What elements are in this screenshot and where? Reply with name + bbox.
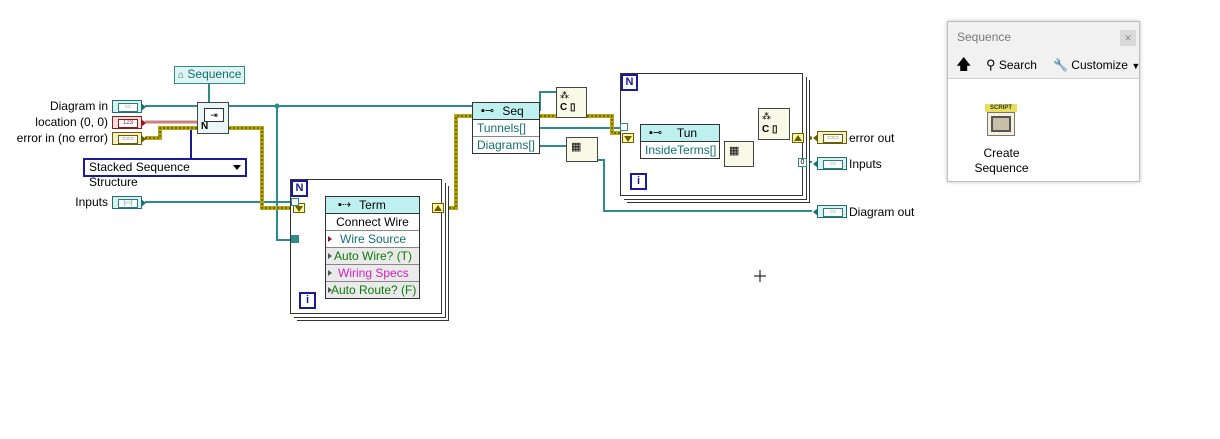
search-button[interactable]: ⚲ Search bbox=[986, 57, 1037, 72]
shift-register-right-2[interactable] bbox=[792, 133, 804, 143]
wire-junction bbox=[274, 103, 280, 109]
label-error-out: error out bbox=[849, 131, 895, 145]
index-array-vi-1[interactable]: ▦ bbox=[566, 137, 598, 162]
label-error-in: error in (no error) bbox=[16, 131, 108, 145]
index-array-icon: ▦ bbox=[571, 141, 582, 153]
crosshair-cursor-icon bbox=[754, 270, 766, 282]
wire-diagram-to-loop bbox=[276, 106, 290, 241]
class-cast-icon: ⁂ bbox=[762, 111, 771, 121]
class-cast-icon: ⁂ bbox=[560, 90, 569, 100]
terminal-error-out[interactable]: ▭▭ bbox=[813, 131, 847, 144]
stacked-sequence-structure-ring[interactable]: Stacked Sequence Structure bbox=[83, 158, 247, 189]
term-property-node[interactable]: ▪⇢ Term Connect Wire Wire Source Auto Wi… bbox=[325, 196, 420, 299]
label-inputs-out: Inputs bbox=[849, 157, 882, 171]
terminal-location[interactable]: 123 bbox=[112, 116, 146, 129]
sequence-frame-icon bbox=[987, 112, 1015, 136]
wire-error-loop-to-seq bbox=[445, 114, 472, 210]
loop-tunnel-tunnels[interactable] bbox=[620, 123, 628, 131]
create-sequence-label: Create Sequence bbox=[974, 146, 1029, 175]
error-cluster-icon: ▭▭ bbox=[823, 134, 843, 143]
tun-property-node[interactable]: ▪⊸ Tun InsideTerms[] bbox=[640, 124, 720, 159]
script-badge: SCRIPT bbox=[985, 104, 1017, 112]
term-row-connect-wire[interactable]: Connect Wire bbox=[326, 214, 419, 231]
seq-row-tunnels[interactable]: Tunnels[] bbox=[473, 120, 539, 137]
input-arrow-icon bbox=[328, 253, 332, 259]
error-cluster-icon: ▭▭ bbox=[118, 135, 138, 144]
seq-property-node[interactable]: ▪⊸ Seq Tunnels[] Diagrams[] bbox=[472, 102, 540, 154]
seq-node-header[interactable]: ▪⊸ Seq bbox=[473, 103, 539, 120]
reference-icon: ▭ bbox=[118, 103, 138, 112]
input-arrow-icon bbox=[328, 236, 332, 242]
close-icon[interactable]: ✕ bbox=[1120, 30, 1136, 46]
term-node-header[interactable]: ▪⇢ Term bbox=[326, 197, 419, 214]
loop-tunnel-inputs[interactable] bbox=[291, 198, 299, 206]
property-node-icon: ▪⊸ bbox=[649, 127, 663, 139]
loop-iteration-terminal[interactable]: i bbox=[299, 292, 316, 309]
shift-register-left-2[interactable] bbox=[622, 133, 634, 143]
to-more-specific-class-vi-2[interactable]: ⁂ C ▯ bbox=[758, 108, 790, 140]
new-object-icon: ⇥ bbox=[204, 108, 224, 122]
term-row-auto-wire[interactable]: Auto Wire? (T) bbox=[326, 248, 419, 265]
wire-seq-const bbox=[539, 91, 556, 111]
class-c-label: C ▯ bbox=[560, 102, 576, 113]
tun-node-header[interactable]: ▪⊸ Tun bbox=[641, 125, 719, 142]
palette-title: Sequence bbox=[957, 30, 1012, 44]
index-array-icon: ▦ bbox=[729, 145, 740, 157]
new-object-n-label: N bbox=[201, 121, 209, 132]
term-row-auto-route[interactable]: Auto Route? (F) bbox=[326, 282, 419, 298]
loop-tunnel-diagram[interactable] bbox=[291, 235, 299, 243]
loop-output-index-tunnel[interactable]: 0 bbox=[798, 158, 807, 167]
terminal-inputs-out[interactable]: ▭ bbox=[813, 157, 847, 170]
chevron-down-icon bbox=[233, 165, 241, 170]
palette-toolbar: 🡅 ⚲ Search 🔧 Customize ▼ bbox=[948, 52, 1141, 79]
to-more-specific-class-vi-1[interactable]: ⁂ C ▯ bbox=[556, 87, 587, 118]
class-icon: ⌂ bbox=[178, 70, 185, 81]
seq-row-diagrams[interactable]: Diagrams[] bbox=[477, 138, 536, 152]
array-reference-icon: ▭ bbox=[823, 160, 843, 169]
script-icon: SCRIPT bbox=[985, 104, 1017, 136]
input-arrow-icon bbox=[328, 270, 332, 276]
loop-count-terminal[interactable]: N bbox=[291, 180, 308, 197]
customize-button[interactable]: 🔧 Customize ▼ bbox=[1053, 58, 1141, 72]
number-cluster-icon: 123 bbox=[118, 119, 138, 128]
shift-register-left-1[interactable] bbox=[293, 203, 305, 213]
wrench-icon: 🔧 bbox=[1053, 58, 1068, 72]
label-location: location (0, 0) bbox=[35, 115, 108, 129]
terminal-inputs-in[interactable]: [▭] bbox=[112, 196, 146, 209]
search-icon: ⚲ bbox=[986, 57, 996, 72]
terminal-error-in[interactable]: ▭▭ bbox=[112, 132, 146, 145]
label-inputs-in: Inputs bbox=[75, 195, 108, 209]
terminal-diagram-out[interactable]: ▭ bbox=[813, 205, 847, 218]
loop-count-terminal-2[interactable]: N bbox=[621, 74, 638, 91]
terminal-diagram-in[interactable]: ▭ bbox=[112, 100, 146, 113]
array-reference-icon: [▭] bbox=[118, 199, 138, 208]
input-arrow-icon bbox=[328, 287, 332, 293]
wire-error-c-to-loop bbox=[587, 114, 620, 135]
tun-row-inside-terms[interactable]: InsideTerms[] bbox=[645, 143, 717, 157]
palette-body: SCRIPT Create Sequence bbox=[948, 79, 1139, 181]
shift-register-right-1[interactable] bbox=[432, 203, 444, 213]
reference-icon: ▭ bbox=[823, 208, 843, 217]
index-array-vi-2[interactable]: ▦ bbox=[724, 141, 754, 167]
label-diagram-in: Diagram in bbox=[49, 99, 108, 113]
up-arrow-icon[interactable]: 🡅 bbox=[956, 56, 972, 73]
wire-error-in bbox=[145, 126, 197, 140]
caret-down-icon: ▼ bbox=[1131, 61, 1141, 71]
class-c-label: C ▯ bbox=[762, 124, 778, 135]
wire-diagram-out bbox=[598, 159, 812, 212]
term-row-wire-source[interactable]: Wire Source bbox=[326, 231, 419, 248]
property-node-icon: ▪⊸ bbox=[481, 105, 495, 117]
property-node-icon: ▪⇢ bbox=[338, 199, 352, 211]
sequence-class-constant[interactable]: ⌂ Sequence bbox=[174, 66, 246, 84]
sequence-palette[interactable]: Sequence ✕ 🡅 ⚲ Search 🔧 Customize ▼ SCRI… bbox=[947, 21, 1140, 182]
term-row-wiring-specs[interactable]: Wiring Specs bbox=[326, 265, 419, 282]
label-diagram-out: Diagram out bbox=[849, 205, 915, 219]
loop-iteration-terminal-2[interactable]: i bbox=[630, 173, 647, 190]
new-object-vi[interactable]: ⇥ N bbox=[197, 102, 229, 134]
